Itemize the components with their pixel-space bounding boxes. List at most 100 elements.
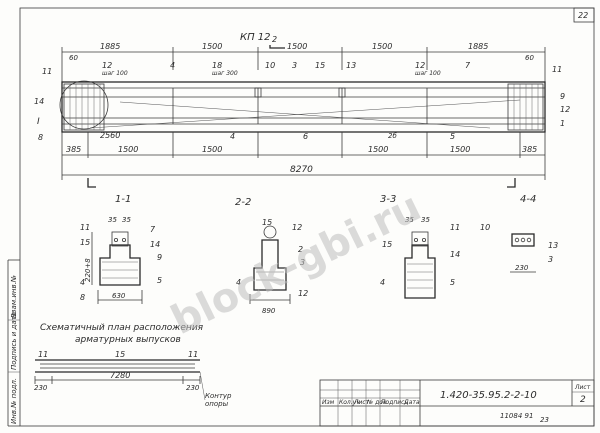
- inner-dim-2560: 2560: [100, 131, 120, 140]
- section-3-title: 3-3: [380, 194, 396, 205]
- title-block: [319, 379, 595, 427]
- s3-pos-14: 14: [450, 250, 460, 259]
- stamp-col-1: Изм: [322, 399, 335, 406]
- stamp-bottom: 11084 91: [500, 412, 533, 420]
- pos-9: 9: [560, 92, 565, 101]
- plan-pos-15: 15: [115, 350, 125, 359]
- plan-pos-11-right: 11: [188, 350, 198, 359]
- pitch-2: шаг 300: [212, 70, 238, 77]
- s1-pos-11: 11: [80, 223, 90, 232]
- s3-top-dim-1: 35: [405, 216, 414, 224]
- side-label-2: Подпись и дата: [10, 312, 18, 370]
- s4-pos-13: 13: [548, 241, 558, 250]
- right-end-zone: [507, 83, 544, 131]
- lifting-loop-1: [254, 87, 262, 98]
- section-1-1: [91, 231, 143, 304]
- s1-pos-5: 5: [157, 276, 162, 285]
- stamp-col-4: № док: [366, 399, 387, 406]
- section-4-title: 4-4: [520, 194, 536, 205]
- section-2-title: 2-2: [235, 197, 251, 208]
- pos-12-end: 12: [560, 105, 570, 114]
- s2-width: 890: [262, 307, 276, 315]
- pos-4-top: 4: [170, 61, 175, 70]
- sub-dim-1: 1500: [118, 145, 138, 154]
- pos-10: 10: [265, 61, 275, 70]
- watermark: block-gbi.ru: [164, 184, 428, 344]
- sub-dim-left: 385: [66, 145, 81, 154]
- pos-8: 8: [38, 133, 43, 142]
- pos-2b: 2б: [388, 132, 397, 140]
- top-dim-4: 1500: [372, 42, 392, 51]
- stamp-code: 1.420-35.95.2-2-10: [440, 390, 537, 401]
- pos-5: 5: [450, 132, 455, 141]
- detail-mark-I: I: [37, 117, 40, 127]
- s3-pos-5: 5: [450, 278, 455, 287]
- beam-diagonal-rebar-2: [119, 101, 491, 129]
- s2-pos-15: 15: [262, 218, 272, 227]
- detail-circle-I: [59, 80, 109, 130]
- pos-4-bottom: 4: [230, 132, 235, 141]
- plan-note-2: опоры: [205, 400, 229, 408]
- top-dim-2: 1500: [202, 42, 222, 51]
- section-arrow-1: [87, 178, 96, 188]
- plan-dim-left: 230: [34, 384, 48, 392]
- sub-dim-3: 1500: [368, 145, 388, 154]
- pos-15: 15: [315, 61, 325, 70]
- top-dim-3: 1500: [287, 42, 307, 51]
- pos-12-left: 12: [102, 61, 112, 70]
- s2-pos-2: 2: [298, 245, 303, 254]
- s3-top-dim-2: 35: [421, 216, 430, 224]
- section-2-2: [249, 225, 291, 304]
- stamp-col-3: Лист: [353, 399, 370, 406]
- s1-pos-4: 4: [80, 278, 85, 287]
- element-title: КП 12: [240, 32, 271, 43]
- s1-top-dim-1: 35: [108, 216, 117, 224]
- end-dim-right: 60: [525, 54, 534, 62]
- top-dim-1: 1885: [100, 42, 120, 51]
- left-end-zone: [63, 83, 105, 131]
- s3-pos-4: 4: [380, 278, 385, 287]
- pos-3: 3: [292, 61, 297, 70]
- beam-elevation-outline: [61, 81, 546, 133]
- sub-dim-2: 1500: [202, 145, 222, 154]
- s2-pos-12-b: 12: [298, 289, 308, 298]
- s2-pos-12: 12: [292, 223, 302, 232]
- pos-11-left: 11: [42, 67, 52, 76]
- s1-pos-9: 9: [157, 253, 162, 262]
- schematic-plan: [34, 359, 206, 401]
- s4-width: 230: [515, 264, 529, 272]
- s4-pos-3: 3: [548, 255, 553, 264]
- pitch-3: шаг 100: [415, 70, 441, 77]
- pos-11-right: 11: [552, 65, 562, 74]
- stamp-sheet-number: 2: [580, 395, 586, 405]
- s1-pos-15: 15: [80, 238, 90, 247]
- stamp-col-2: Кол.уч: [339, 399, 360, 406]
- top-dim-5: 1885: [468, 42, 488, 51]
- pitch-1: шаг 100: [102, 70, 128, 77]
- pos-14: 14: [34, 97, 44, 106]
- plan-title-line2: арматурных выпусков: [75, 335, 181, 345]
- stamp-bottom-2: 23: [540, 416, 549, 424]
- sheet-number: 22: [578, 11, 588, 20]
- plan-dim-mid: 7280: [110, 371, 130, 380]
- total-length: 8270: [290, 165, 313, 175]
- section-arrow-4: [507, 178, 516, 188]
- sheet-frame: [19, 7, 595, 427]
- stamp-col-6: Дата: [403, 399, 420, 406]
- stamp-col-5: Подпись: [381, 399, 408, 406]
- pos-1: 1: [560, 119, 565, 128]
- s1-pos-8: 8: [80, 293, 85, 302]
- section-1-title: 1-1: [115, 194, 131, 205]
- s1-top-dim-2: 35: [122, 216, 131, 224]
- section-arrow-2-label: 2: [272, 35, 277, 44]
- stamp-sheet-label: Лист: [574, 384, 591, 391]
- side-label-1: Инв.№ подл.: [10, 378, 18, 424]
- plan-title-line1: Схематичный план расположения: [40, 323, 204, 333]
- s3-pos-15: 15: [382, 240, 392, 249]
- s1-pos-7: 7: [150, 225, 156, 234]
- sub-dim-4: 1500: [450, 145, 470, 154]
- plan-pos-11-left: 11: [38, 350, 48, 359]
- side-label-3: Взам.инв.№: [10, 275, 18, 318]
- sub-dim-right: 385: [522, 145, 537, 154]
